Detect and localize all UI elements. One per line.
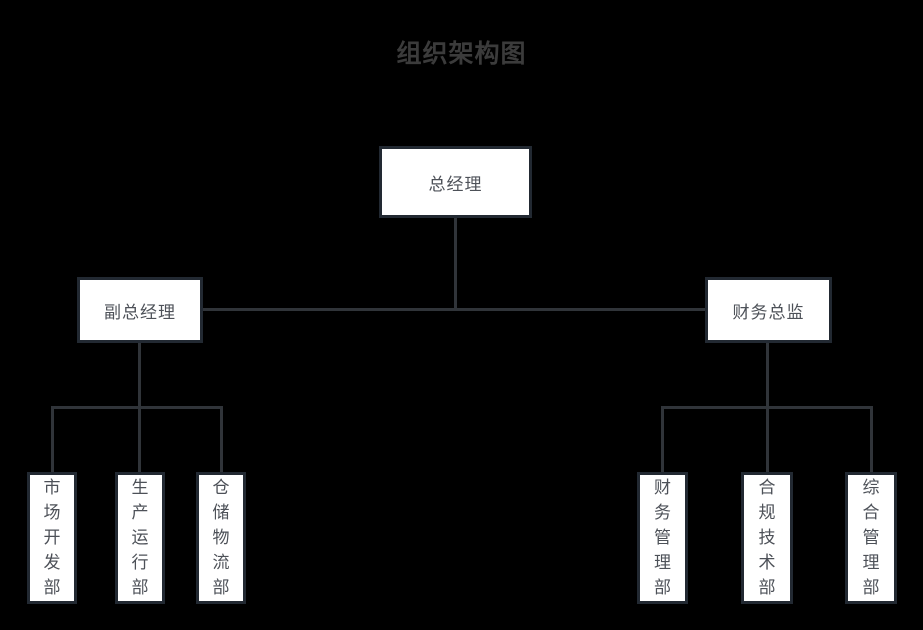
node-dept-compliance-technology: 合规技术部 [741, 472, 793, 604]
node-finance-director: 财务总监 [705, 277, 832, 343]
node-deputy-general-manager: 副总经理 [77, 277, 203, 343]
node-finance-director-label: 财务总监 [732, 302, 805, 323]
connector-cfo-down [766, 343, 769, 408]
node-dept-production-operation: 生产运行部 [115, 472, 165, 604]
connector-right-drop-1 [661, 407, 664, 472]
node-dept-production-operation-label: 生产运行部 [131, 477, 149, 598]
node-dept-market-development: 市场开发部 [27, 472, 77, 604]
connector-right-drop-2 [766, 407, 769, 472]
connector-left-horizontal [51, 406, 223, 409]
connector-left-drop-3 [220, 407, 223, 472]
node-dept-compliance-technology-label: 合规技术部 [758, 477, 776, 598]
connector-left-drop-1 [51, 407, 54, 472]
node-general-manager-label: 总经理 [428, 174, 483, 195]
node-dept-general-management: 综合管理部 [845, 472, 897, 604]
connector-right-drop-3 [870, 407, 873, 472]
node-dept-finance-management-label: 财务管理部 [654, 477, 671, 598]
node-dept-warehouse-logistics-label: 仓储物流部 [212, 477, 230, 598]
connector-main-horizontal [203, 308, 705, 311]
connector-root-down [454, 218, 457, 310]
node-dept-market-development-label: 市场开发部 [43, 477, 61, 598]
node-dept-warehouse-logistics: 仓储物流部 [196, 472, 246, 604]
node-dept-general-management-label: 综合管理部 [862, 477, 880, 598]
chart-title: 组织架构图 [396, 39, 527, 68]
node-general-manager: 总经理 [379, 146, 532, 218]
node-dept-finance-management: 财务管理部 [637, 472, 688, 604]
connector-left-drop-2 [138, 407, 141, 472]
node-deputy-general-manager-label: 副总经理 [104, 302, 176, 323]
connector-deputy-down [138, 343, 141, 408]
